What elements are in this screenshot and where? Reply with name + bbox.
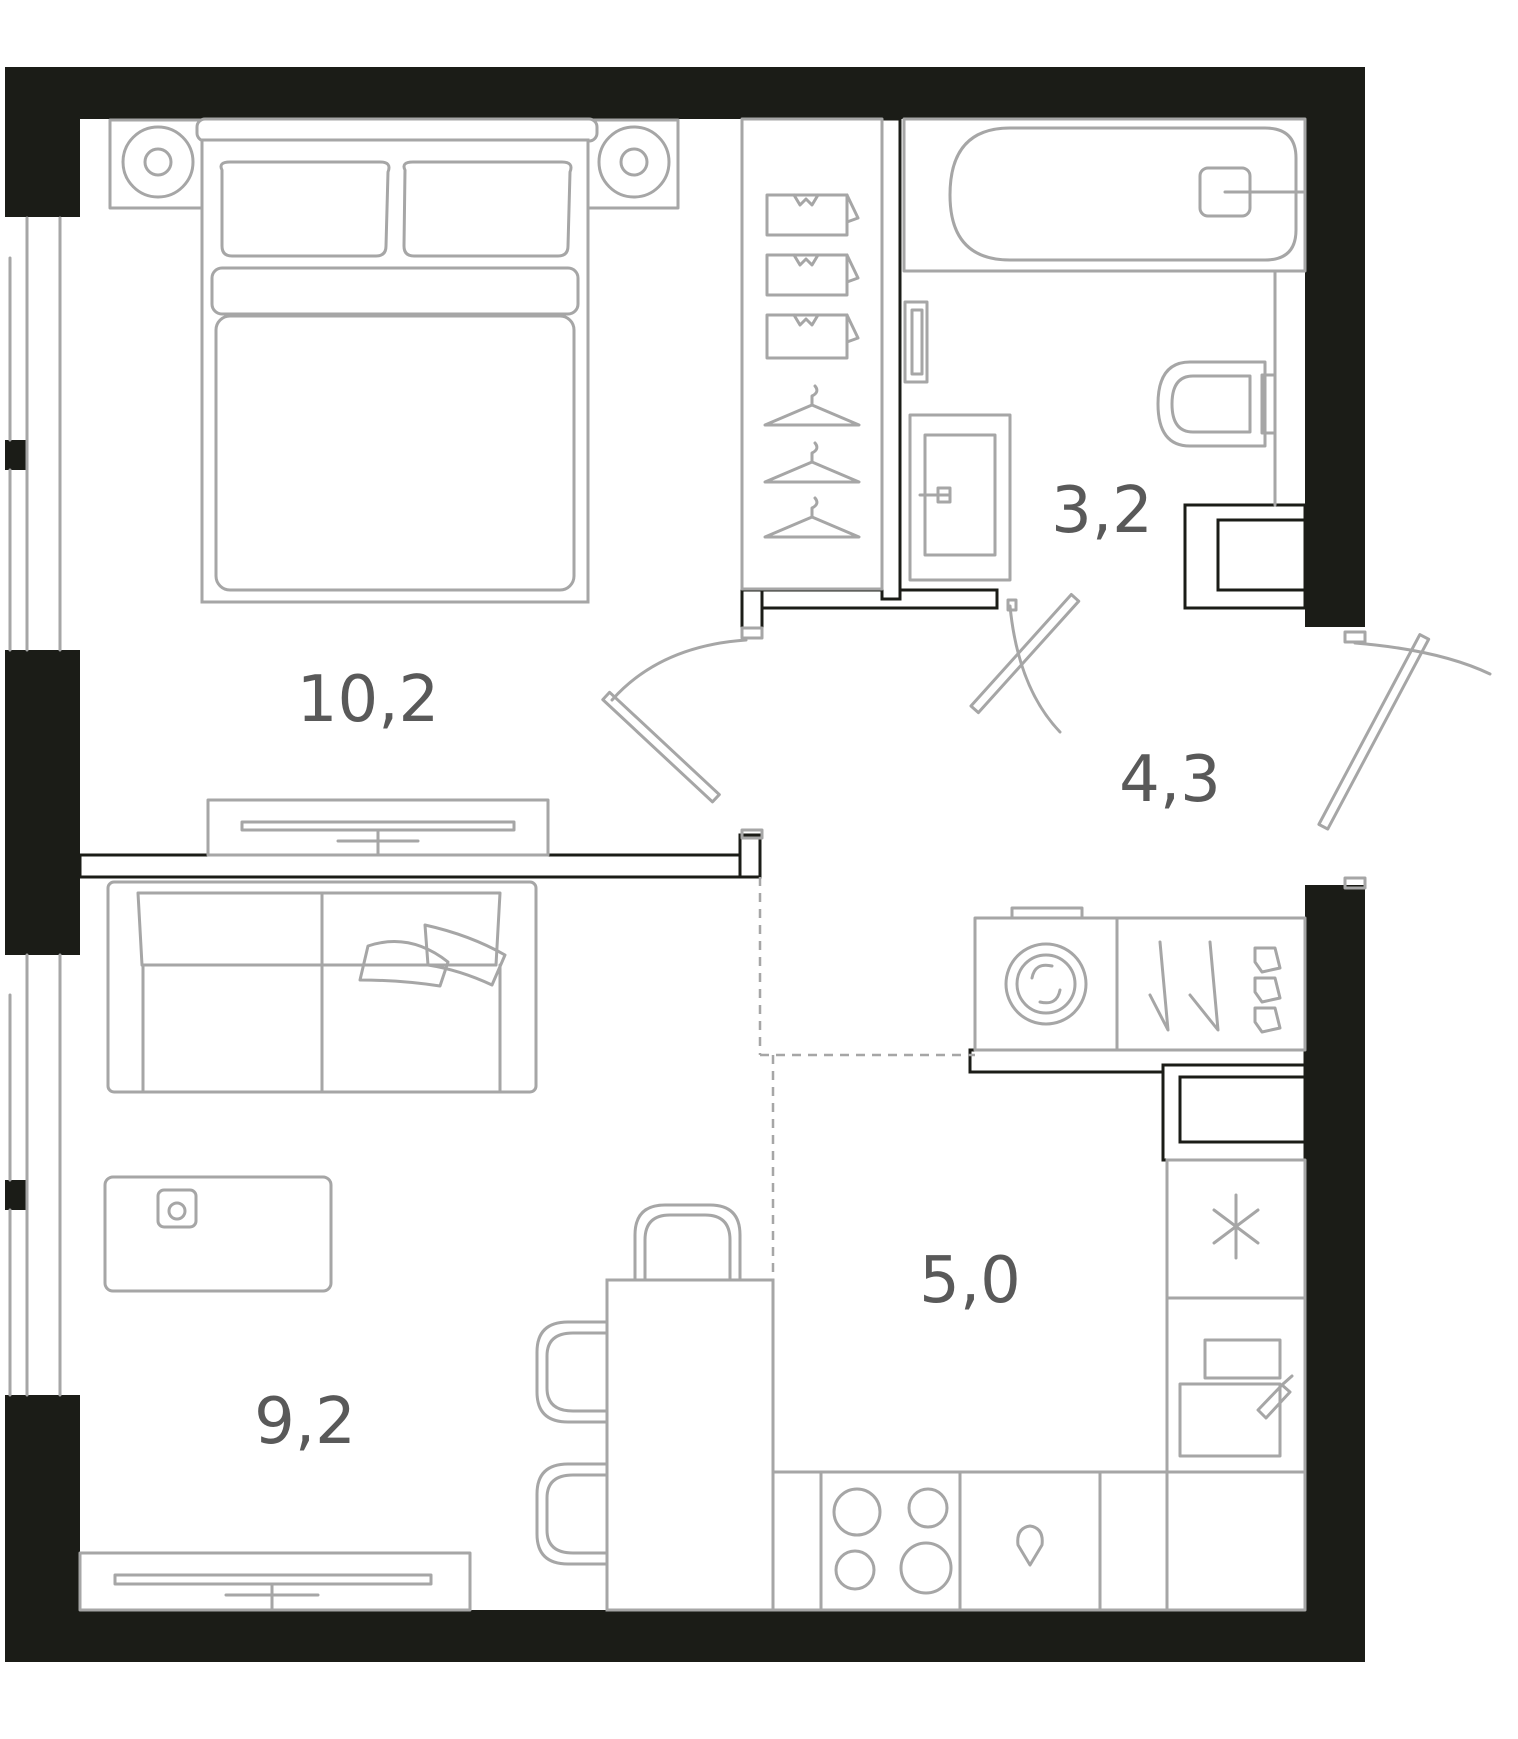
hanger-icon [763,496,861,539]
toilet-icon [1156,269,1277,507]
oven-icon [1016,1524,1044,1567]
area-label-hallway: 4,3 [1119,743,1221,817]
fridge-icon [1165,1158,1307,1300]
sink-icon [903,300,1012,582]
folded-shirt-icon [765,313,860,360]
area-label-kitchen: 5,0 [919,1244,1021,1318]
door-icon [1317,630,1492,890]
kitchen-sink-icon [1165,1296,1307,1474]
bathtub-icon [902,117,1307,273]
chair-icon [535,1320,609,1424]
pillow-icon [358,923,507,988]
tv-icon [206,798,550,857]
wardrobe-icon [1115,916,1307,1052]
zone-boundary [758,877,975,1280]
dining-table-icon [605,1278,775,1612]
washing-machine-icon [973,906,1119,1052]
window-frames [8,216,62,1397]
coffee-table-icon [103,1175,333,1293]
hanger-icon [763,384,861,427]
wardrobe-icon [740,117,884,591]
exterior-walls [5,67,1365,1662]
stove-icon [832,1487,953,1595]
door-icon [601,626,764,840]
hanger-icon [763,441,861,484]
area-label-bedroom: 10,2 [297,663,440,737]
room-labels: 10,2 3,2 4,3 9,2 5,0 [254,474,1221,1459]
chair-icon [633,1203,742,1282]
area-label-living-room: 9,2 [254,1385,356,1459]
door-icon [969,593,1081,734]
chair-icon [535,1462,609,1566]
folded-shirt-icon [765,193,860,237]
area-label-bathroom: 3,2 [1051,474,1153,548]
bed-icon [108,117,680,604]
tv-icon [78,1551,472,1612]
partitions [78,117,1307,1162]
folded-shirt-icon [765,253,860,297]
sofa-icon [106,880,538,1094]
